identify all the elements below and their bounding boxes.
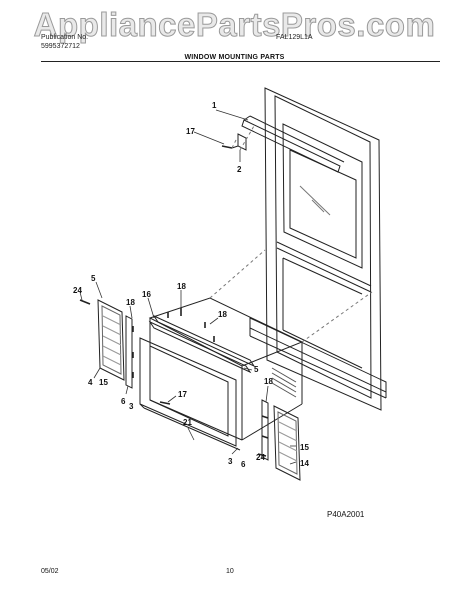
callout-6: 6 <box>241 460 246 469</box>
callout-18: 18 <box>264 377 273 386</box>
right-accordion-panel <box>261 399 301 481</box>
callout-5: 5 <box>254 365 259 374</box>
callout-6: 6 <box>121 397 126 406</box>
figure-code: P40A2001 <box>327 510 365 519</box>
alignment-lines <box>209 125 373 343</box>
callout-3: 3 <box>129 402 134 411</box>
callout-15: 15 <box>99 378 108 387</box>
leader-lines <box>79 109 297 465</box>
callout-3: 3 <box>228 457 233 466</box>
callout-17: 17 <box>178 390 187 399</box>
bracket-part <box>231 133 247 151</box>
callout-15: 15 <box>300 443 309 452</box>
screws-group <box>79 299 269 457</box>
callout-24: 24 <box>256 453 265 462</box>
header-rule <box>41 61 440 62</box>
top-channel-part <box>148 314 256 374</box>
callout-4: 4 <box>88 378 93 387</box>
watermark: AppliancePartsPros.com <box>33 6 436 44</box>
callout-1: 1 <box>212 101 217 110</box>
publication-number: 5995372712 <box>41 43 80 50</box>
callout-21: 21 <box>183 418 192 427</box>
left-accordion-panel <box>97 299 133 389</box>
callout-16: 16 <box>142 290 151 299</box>
callout-24: 24 <box>73 286 82 295</box>
footer-page-number: 10 <box>226 568 234 575</box>
callout-17: 17 <box>186 127 195 136</box>
callout-2: 2 <box>237 165 242 174</box>
publication-label: Publication No. <box>41 34 89 41</box>
model-number: FAL129L1A <box>276 34 313 41</box>
callout-18: 18 <box>218 310 227 319</box>
callout-18: 18 <box>177 282 186 291</box>
callout-5: 5 <box>91 274 96 283</box>
window-frame <box>249 87 387 411</box>
page-title: WINDOW MOUNTING PARTS <box>184 54 285 61</box>
callout-18: 18 <box>126 298 135 307</box>
footer-date: 05/02 <box>41 568 59 575</box>
front-frame-part <box>139 337 241 451</box>
callout-14: 14 <box>300 459 309 468</box>
screw-part <box>221 145 233 149</box>
top-rail-part <box>241 115 345 173</box>
